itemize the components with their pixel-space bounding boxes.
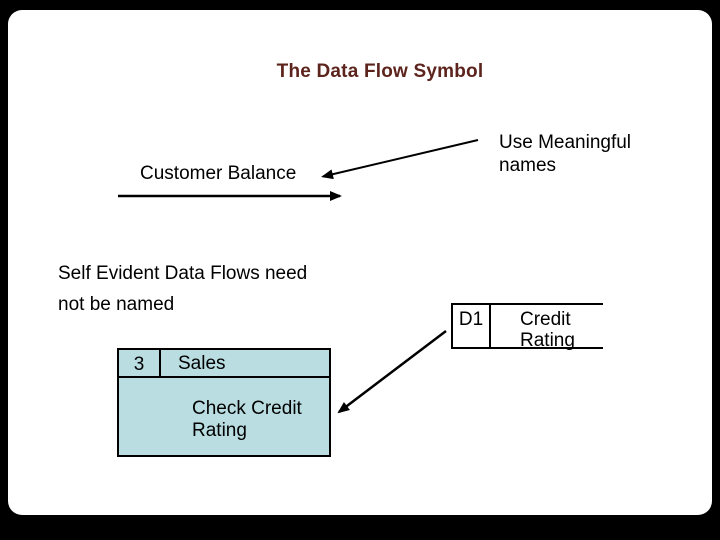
data-store-name: Credit Rating — [520, 309, 575, 351]
data-store: D1 Credit Rating — [451, 303, 603, 351]
process-location: Sales — [178, 353, 226, 374]
annotation-line-2: names — [499, 155, 557, 176]
slide-title: The Data Flow Symbol — [276, 61, 484, 82]
process-name: Check Credit Rating — [192, 398, 302, 441]
process-box: 3 Sales Check Credit Rating — [117, 348, 331, 457]
note-line-2: not be named — [58, 294, 175, 315]
annotation-use-meaningful-names: Use Meaningful names — [499, 131, 631, 177]
note-line-1: Self Evident Data Flows need — [58, 263, 308, 284]
data-flow-label: Customer Balance — [140, 163, 297, 184]
process-box-header: 3 Sales — [119, 350, 329, 378]
process-number: 3 — [119, 350, 161, 376]
data-store-id: D1 — [453, 305, 491, 347]
annotation-line-1: Use Meaningful — [499, 132, 632, 153]
